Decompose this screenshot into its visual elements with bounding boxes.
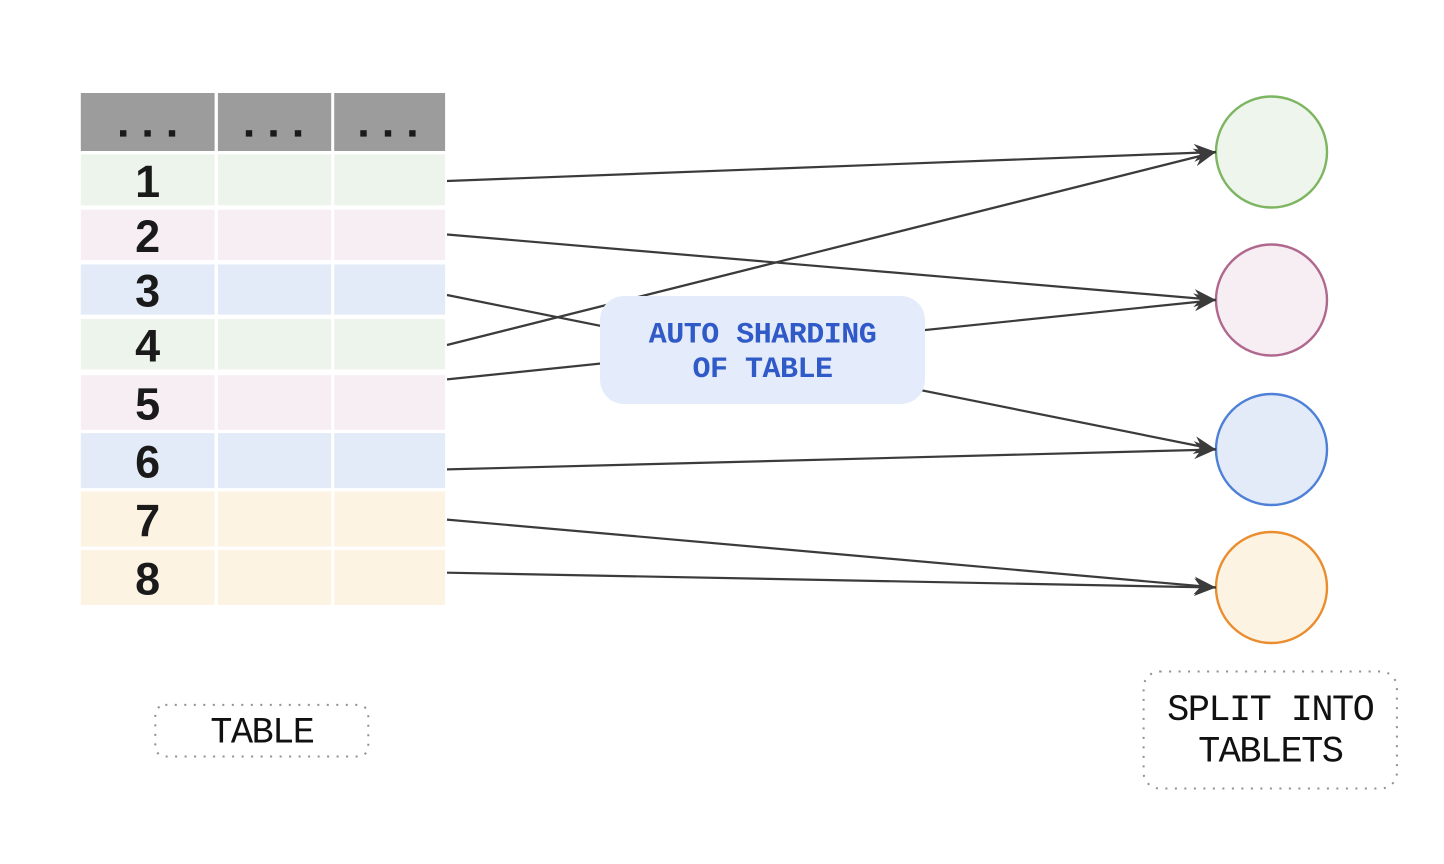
- svg-text:5: 5: [135, 379, 160, 430]
- svg-text:6: 6: [135, 437, 160, 488]
- svg-text:SPLIT INTO: SPLIT INTO: [1167, 690, 1373, 732]
- svg-text:TABLE: TABLE: [210, 712, 313, 754]
- svg-text:7: 7: [135, 495, 160, 546]
- svg-text:8: 8: [135, 554, 160, 605]
- svg-text:4: 4: [135, 320, 160, 371]
- svg-text:3: 3: [135, 266, 160, 317]
- svg-text:TABLETS: TABLETS: [1198, 732, 1343, 774]
- svg-text:AUTO SHARDING: AUTO SHARDING: [649, 318, 877, 352]
- svg-text:1: 1: [135, 156, 160, 207]
- svg-text:2: 2: [135, 211, 160, 262]
- svg-text:OF TABLE: OF TABLE: [692, 353, 832, 387]
